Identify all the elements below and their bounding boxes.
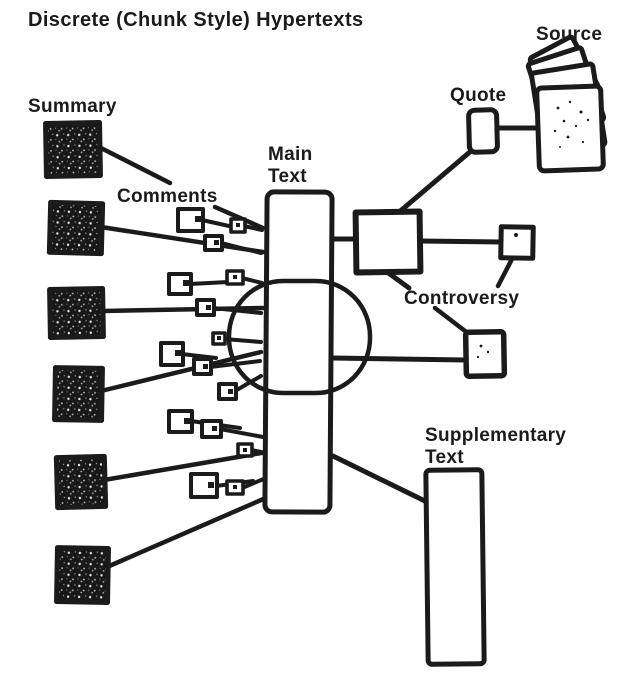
comment-square [189,472,219,499]
comment-square [200,419,223,439]
link-main-supplementary [330,453,432,506]
summary-block-1 [43,120,103,179]
comment-dot [203,364,208,369]
comment-square [195,298,216,317]
controversy-square-node [462,328,508,380]
summary-block-6 [54,545,111,605]
comment-square [217,382,238,401]
main-text-label-line2: Text [268,166,307,187]
quote-box [466,107,500,155]
quote-node [466,107,500,155]
comment-dot [175,350,181,356]
link-bigsquare-rightsquare [417,238,505,245]
right-square [498,224,536,261]
comment-dot [212,426,217,431]
comment-link [233,374,263,393]
quote-label: Quote [450,85,506,106]
comment-node [236,442,268,458]
right-square-node [498,224,536,261]
comment-link [200,218,231,228]
summary-label: Summary [28,96,117,117]
comment-square [176,207,205,233]
comment-node [189,472,255,499]
source-label: Source [536,24,602,45]
main-text-label-line1: Main [268,144,312,165]
comment-dot [236,223,240,227]
comment-node [225,269,264,286]
comment-node [229,217,264,234]
comment-link [218,427,265,439]
comment-dot [184,418,190,424]
comment-link [219,241,263,255]
summary-block-5 [53,453,109,511]
right-square-dot [514,233,518,237]
comment-node [211,331,263,346]
comment-link [188,280,230,286]
comment-node [217,374,263,401]
comment-nodes [159,207,268,499]
link-summary-6 [104,494,271,570]
diagram-title: Discrete (Chunk Style) Hypertexts [28,9,364,31]
comment-square [192,357,213,376]
comment-node [203,234,263,255]
summary-nodes [43,120,111,605]
source-page-front [534,83,606,174]
supplementary-text-node [423,467,487,667]
supplementary-label-line1: Supplementary [425,425,566,446]
comment-node [200,419,265,439]
comment-square [159,341,185,367]
comment-dot [183,280,189,286]
comment-link [240,276,264,285]
summary-block-4 [52,365,105,423]
link-label-controversysquare [432,305,472,337]
comment-dot [233,275,237,279]
summary-block-3 [47,286,106,340]
comment-dot [233,485,237,489]
source-book-icon [525,34,608,174]
comment-dot [206,305,211,310]
comment-dot [208,482,214,488]
link-main-controversysquare [329,355,469,363]
comment-dot [228,389,233,394]
comment-node [225,476,268,496]
comment-dot [195,216,201,222]
summary-block-2 [46,199,106,257]
summary-links [96,144,271,570]
big-square-node [352,208,424,276]
supplementary-label-line2: Text [425,447,464,468]
capsule-overlay [226,278,373,396]
comment-node [176,207,231,233]
comment-link [242,224,264,232]
comment-dot [214,240,219,245]
controversy-label: Controversy [404,288,519,309]
comment-dot [217,336,221,340]
source-page-texture [553,100,590,148]
comment-link [240,476,268,490]
comments-label: Comments [117,186,218,207]
comment-square [203,234,224,252]
comment-square [167,272,193,296]
comment-node [167,272,230,296]
controversy-square [462,328,508,380]
main-text-node [262,189,335,515]
comment-dot [243,448,247,452]
link-bigsquare-quote [395,148,474,216]
link-summary-1a [96,144,173,186]
comment-square [167,409,194,434]
controversy-square-texture [476,344,490,359]
link-label-rightsquare [495,256,515,289]
